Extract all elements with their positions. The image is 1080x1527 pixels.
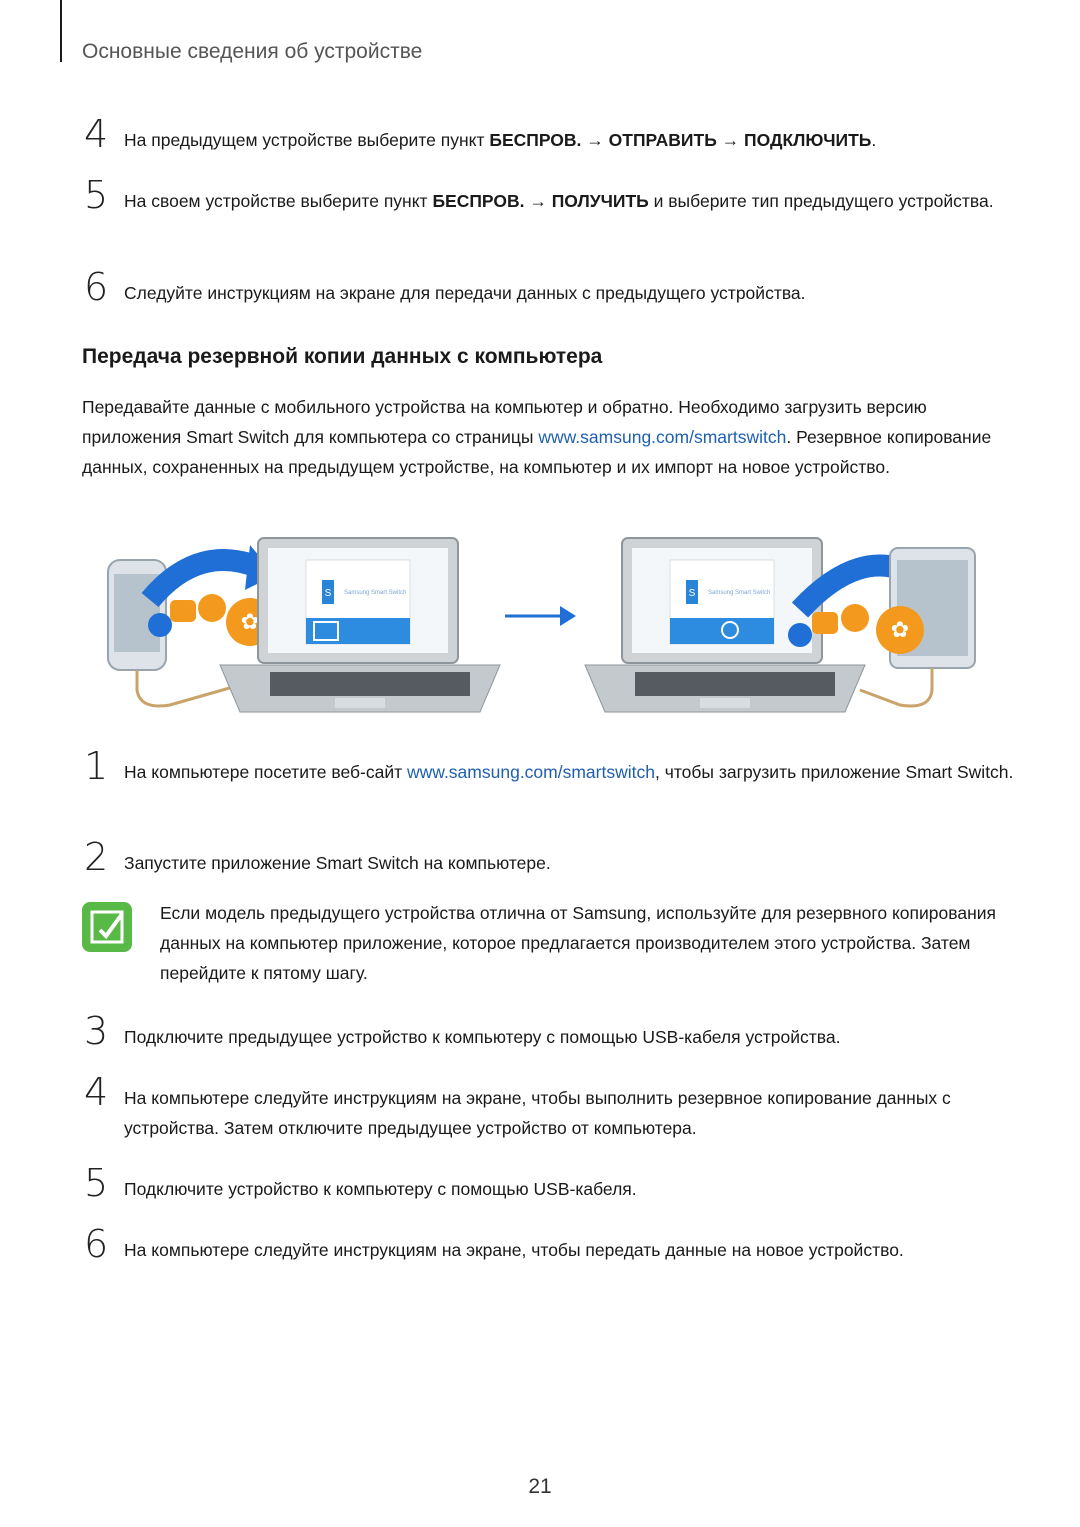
step-number: 4 [84,112,109,156]
section-paragraph: Передавайте данные с мобильного устройст… [82,397,992,477]
svg-text:S: S [689,588,696,599]
step-text: Запустите приложение Smart Switch на ком… [124,853,551,873]
step-6: 6 На компьютере следуйте инструкциям на … [84,1225,1014,1265]
step-text: На компьютере следуйте инструкциям на эк… [124,1088,951,1138]
smartswitch-link[interactable]: www.samsung.com/smartswitch [538,427,787,447]
step-text: Следуйте инструкциям на экране для перед… [124,283,806,303]
svg-text:✿: ✿ [891,618,909,643]
svg-text:✿: ✿ [241,610,259,635]
svg-text:S: S [325,588,332,599]
step-text: На предыдущем устройстве выберите пункт … [124,130,877,150]
page-header-title: Основные сведения об устройстве [82,40,423,63]
backup-illustration: ✿ S Samsung Smart Switch S Samsung Smart… [107,537,976,713]
step-2: 2 Запустите приложение Smart Switch на к… [84,838,1014,878]
page-number: 21 [528,1475,552,1498]
svg-text:Samsung Smart Switch: Samsung Smart Switch [344,590,406,596]
note-pencil-icon [82,902,132,952]
svg-text:Samsung Smart Switch: Samsung Smart Switch [708,590,770,596]
step-text: На своем устройстве выберите пункт БЕСПР… [124,191,994,211]
step-number: 6 [84,265,109,309]
header-rule [60,0,62,62]
step-1: 1 На компьютере посетите веб-сайт www.sa… [84,747,1014,787]
step-number: 5 [84,1161,109,1205]
step-number: 1 [84,744,109,788]
step-text: На компьютере посетите веб-сайт www.sams… [124,762,1014,782]
step-4-top: 4 На предыдущем устройстве выберите пунк… [84,115,1014,155]
step-number: 2 [84,835,109,879]
data-bubble-icon [148,613,172,637]
step-text: На компьютере следуйте инструкциям на эк… [124,1240,904,1260]
step-number: 3 [84,1009,109,1053]
step-text: Подключите предыдущее устройство к компь… [124,1027,841,1047]
step-4: 4 На компьютере следуйте инструкциям на … [84,1073,1014,1143]
note-text: Если модель предыдущего устройства отлич… [160,903,997,983]
smartswitch-link[interactable]: www.samsung.com/smartswitch [407,762,655,782]
step-text: Подключите устройство к компьютеру с пом… [124,1179,637,1199]
step-number: 4 [84,1070,109,1114]
contact-icon [198,594,226,622]
step-5: 5 Подключите устройство к компьютеру с п… [84,1164,1014,1204]
section-title: Передача резервной копии данных с компью… [82,345,603,368]
laptop-left-icon: S Samsung Smart Switch [219,537,501,713]
step-number: 6 [84,1222,109,1266]
step-5-top: 5 На своем устройстве выберите пункт БЕС… [84,176,1014,216]
laptop-right-icon: S Samsung Smart Switch [584,537,866,713]
message-icon [170,600,196,622]
step-number: 5 [84,173,109,217]
step-6-top: 6 Следуйте инструкциям на экране для пер… [84,268,1014,308]
step-3: 3 Подключите предыдущее устройство к ком… [84,1012,1014,1052]
